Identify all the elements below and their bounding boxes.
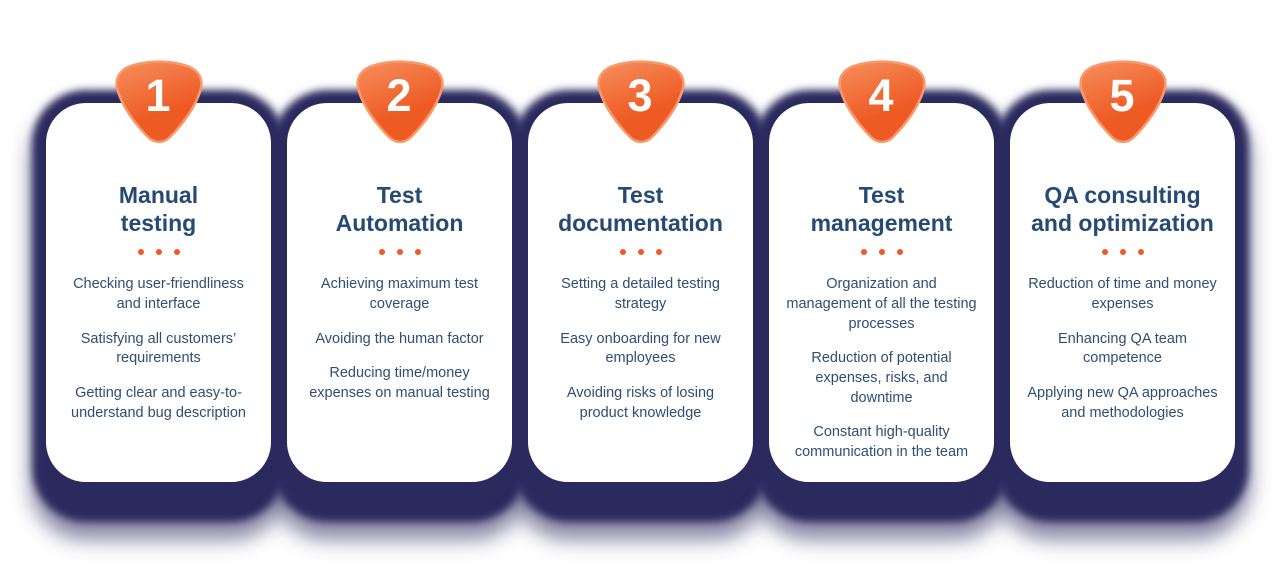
badge-number: 1 (145, 70, 172, 121)
divider-dots (301, 249, 498, 256)
badge-number: 5 (1109, 70, 1136, 121)
divider-dot-icon (619, 249, 626, 256)
divider-dot-icon (860, 249, 867, 256)
card-title-line: Automation (335, 210, 464, 237)
step-number-badge: 4 (830, 60, 934, 158)
step-number-badge: 3 (589, 60, 693, 158)
divider-dots (783, 249, 980, 256)
card-items: Checking user-friendliness and interface… (61, 275, 257, 423)
divider-dots (60, 249, 257, 256)
card-item: Easy onboarding for new employees (560, 330, 721, 367)
divider-dot-icon (878, 249, 885, 256)
card-title-line: and optimization (1031, 210, 1214, 237)
divider-dot-icon (1137, 249, 1144, 256)
divider-dot-icon (173, 249, 180, 256)
card-item: Avoiding the human factor (315, 330, 484, 347)
badge-number: 4 (868, 70, 895, 121)
card-item: Satisfying all customers’ requirements (80, 330, 237, 367)
card-item: Reduction of time and money expenses (1028, 276, 1217, 312)
card-item: Reducing time/money expenses on manual t… (309, 365, 490, 401)
rounded-triangle-icon (596, 60, 685, 144)
badge-number: 2 (386, 70, 413, 121)
card-title-line: management (810, 210, 953, 237)
card-item: Organization and management of all the t… (786, 276, 977, 332)
card-item: Enhancing QA team competence (1058, 330, 1187, 367)
divider-dot-icon (637, 249, 644, 256)
card-item: Achieving maximum test coverage (320, 276, 479, 312)
divider-dot-icon (1101, 249, 1108, 256)
card-item: Constant high-quality communication in t… (794, 424, 969, 461)
card-title-line: QA consulting (1044, 182, 1201, 208)
rounded-triangle-icon (837, 60, 926, 144)
card-title-line: Test (617, 182, 664, 208)
divider-dot-icon (414, 249, 421, 256)
divider-dot-icon (896, 249, 903, 256)
divider-dot-icon (378, 249, 385, 256)
step-number-badge: 2 (348, 60, 452, 158)
card-title-line: Test (376, 182, 423, 208)
card-title-line: documentation (558, 210, 723, 237)
badge-number: 3 (627, 70, 654, 121)
divider-dots (1024, 249, 1221, 256)
divider-dot-icon (155, 249, 162, 256)
divider-dot-icon (137, 249, 144, 256)
step-number-badge: 1 (107, 60, 211, 158)
card-title-line: Manual (118, 182, 199, 208)
card-item: Reduction of potential expenses, risks, … (811, 350, 952, 406)
card-item: Applying new QA approaches and methodolo… (1027, 384, 1218, 421)
rounded-triangle-icon (114, 60, 203, 144)
divider-dot-icon (655, 249, 662, 256)
divider-dots (542, 249, 739, 256)
card-item: Checking user-friendliness and interface (73, 276, 244, 312)
step-number-badge: 5 (1071, 60, 1175, 158)
divider-dot-icon (396, 249, 403, 256)
rounded-triangle-icon (355, 60, 444, 144)
card-title-line: testing (120, 210, 197, 237)
card-item: Getting clear and easy-to-understand bug… (71, 384, 246, 421)
rounded-triangle-icon (1078, 60, 1167, 144)
card-title-line: Test (858, 182, 905, 208)
divider-dot-icon (1119, 249, 1126, 256)
card-item: Avoiding risks of losing product knowled… (566, 384, 715, 421)
card-item: Setting a detailed testing strategy (561, 276, 720, 312)
card-items: Organization and management of all the t… (784, 275, 980, 463)
